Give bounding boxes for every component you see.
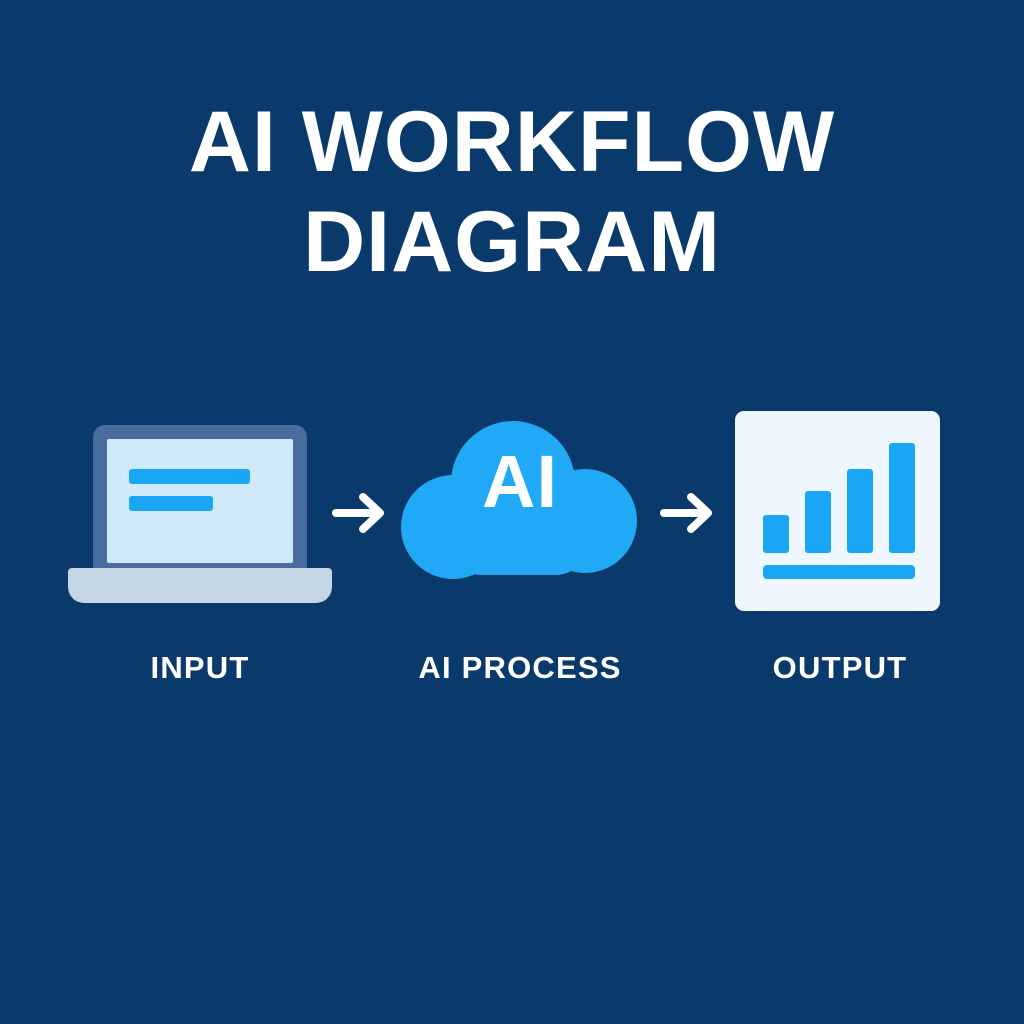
flow-label-row: INPUT AI PROCESS OUTPUT	[0, 648, 1024, 692]
bar-chart-icon	[735, 411, 940, 611]
bar-chart-bar	[763, 515, 789, 553]
arrow-right-icon	[658, 489, 720, 537]
page-title-line-1: AI WORKFLOW	[188, 94, 836, 190]
flow-label-input: INPUT	[150, 650, 250, 685]
laptop-screen	[107, 439, 293, 563]
arrow-right-icon	[330, 489, 392, 537]
laptop-icon	[93, 425, 307, 573]
bar-chart-bar	[889, 443, 915, 553]
bar-chart-bar	[847, 469, 873, 553]
page-title-line-2: DIAGRAM	[303, 194, 721, 290]
flow-node-ai-process[interactable]: AI	[395, 405, 645, 620]
laptop-base	[68, 568, 332, 603]
flow-node-output[interactable]	[735, 405, 945, 620]
flow-row: AI	[0, 405, 1024, 620]
cloud-ai-badge-text: AI	[482, 440, 558, 523]
screen-text-bar-long	[129, 469, 250, 484]
flow-label-ai-process: AI PROCESS	[418, 650, 622, 685]
flow-node-input[interactable]	[65, 405, 335, 620]
bar-chart-bars	[763, 437, 915, 553]
screen-text-bar-short	[129, 496, 213, 511]
cloud-icon	[395, 417, 645, 603]
flow-label-output: OUTPUT	[772, 650, 908, 685]
bar-chart-baseline	[763, 565, 915, 579]
bar-chart-bar	[805, 491, 831, 553]
page-title: AI WORKFLOW DIAGRAM	[0, 92, 1024, 292]
